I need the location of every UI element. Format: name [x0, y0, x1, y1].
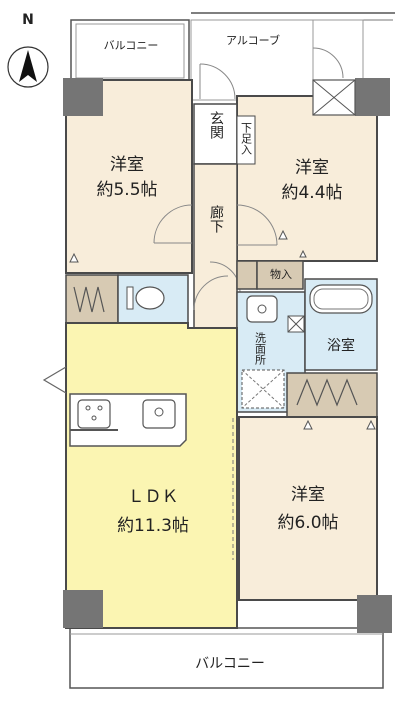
bathroom-area	[304, 278, 378, 371]
compass: N	[7, 12, 49, 88]
ldk-area	[42, 322, 238, 629]
ldk-size: 約11.3帖	[117, 516, 189, 536]
storage-area	[236, 260, 304, 290]
western-room-1-size: 約5.5帖	[96, 180, 157, 200]
balcony-bottom-area	[69, 627, 384, 689]
alcove-label: アルコーブ	[226, 33, 280, 47]
compass-north-label: N	[22, 12, 34, 28]
western-room-3-name: 洋室	[291, 485, 325, 505]
ldk-name: ＬＤＫ	[128, 487, 179, 507]
western-room-2-size: 約4.4帖	[281, 183, 342, 203]
western-room-2-name: 洋室	[295, 158, 329, 178]
pillars	[63, 78, 392, 633]
western-room-1-name: 洋室	[110, 155, 144, 175]
bathroom-label: 浴室	[327, 337, 355, 354]
balcony-bottom-label: バルコニー	[195, 656, 265, 672]
western-room-3-area	[238, 416, 378, 601]
western-room-2-area	[236, 95, 378, 262]
balcony-top-label: バルコニー	[104, 39, 159, 52]
entrance-area	[193, 103, 256, 165]
balcony-top-area	[70, 19, 190, 81]
orientation-markers	[69, 229, 376, 430]
closet-area	[286, 372, 378, 418]
shoe-storage-label: 下足入	[240, 122, 253, 155]
storage-label: 物入	[270, 267, 292, 281]
washroom-label: 洗面所	[254, 332, 267, 366]
entrance-label: 玄関	[208, 110, 224, 140]
western-room-3-size: 約6.0帖	[277, 513, 338, 533]
corridor-label: 廊下	[208, 204, 224, 233]
alcove-area	[190, 12, 395, 101]
ventilation-box	[312, 79, 356, 116]
